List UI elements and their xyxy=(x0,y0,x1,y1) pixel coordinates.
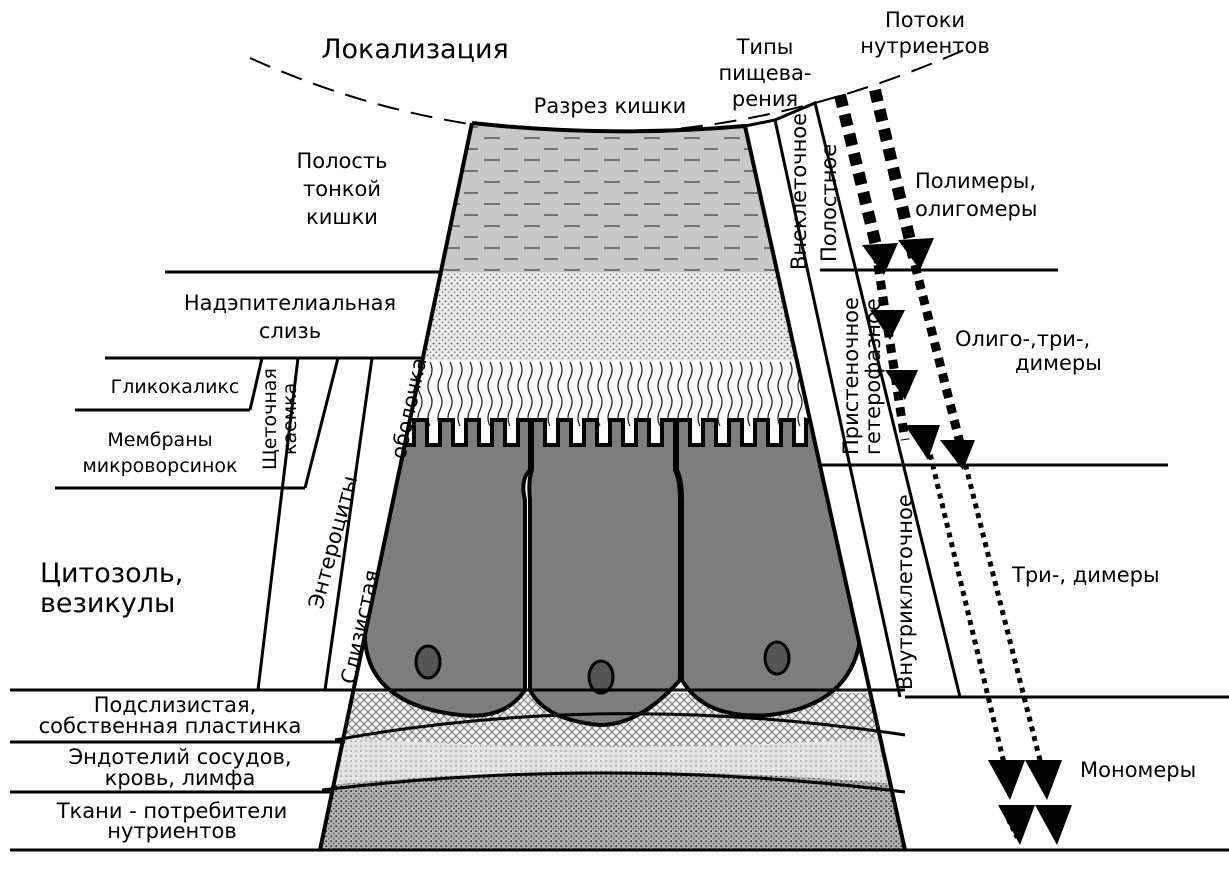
oligo-l1: Олиго-,три-, xyxy=(955,327,1090,351)
digestion-intracellular: Внутриклеточное xyxy=(893,494,917,690)
brush-border-l2: каемка xyxy=(279,383,301,455)
submucosa-l2: собственная пластинка xyxy=(39,714,302,738)
membranes-l1: Мембраны xyxy=(107,429,212,451)
membranes-l2: микроворсинок xyxy=(82,455,237,477)
nutrient-flows-l2: нутриентов xyxy=(860,34,989,58)
digestion-types-l2: пищева- xyxy=(719,61,812,85)
tri-dimers: Три-, димеры xyxy=(1011,563,1160,587)
nutrient-flows-l1: Потоки xyxy=(885,8,965,32)
cavity-l2: тонкой xyxy=(303,177,381,201)
cavity-l1: Полость xyxy=(296,149,387,173)
glycocalyx-label: Гликокаликс xyxy=(111,376,240,398)
monomers: Мономеры xyxy=(1080,758,1196,782)
mucus-l2: слизь xyxy=(259,319,321,343)
tissues-l2: нутриентов xyxy=(107,819,236,843)
digestion-types-l1: Типы xyxy=(736,35,794,59)
cytosol-l1: Цитозоль, xyxy=(40,558,183,589)
mucus-l1: Надэпителиальная xyxy=(184,291,396,315)
digestion-types-l3: рения xyxy=(732,87,798,111)
brush-border-l1: Щеточная xyxy=(259,368,281,470)
digestion-cavitary: Полостное xyxy=(817,144,841,262)
polymers-l1: Полимеры, xyxy=(915,169,1036,193)
endothelium-l2: кровь, лимфа xyxy=(105,766,256,790)
section-label: Разрез кишки xyxy=(534,94,687,118)
cavity-l3: кишки xyxy=(306,205,378,229)
enterocytes-label: Энтероциты xyxy=(304,473,363,611)
oligo-l2: димеры xyxy=(1015,351,1102,375)
polymers-l2: олигомеры xyxy=(915,197,1037,221)
digestion-extracellular: Внеклеточное xyxy=(787,113,811,270)
cytosol-l2: везикулы xyxy=(40,588,175,619)
digestion-parietal-l2: гетерофазное xyxy=(861,298,885,455)
digestion-parietal-l1: Пристеночное xyxy=(839,297,863,455)
localization-label: Локализация xyxy=(321,34,509,65)
